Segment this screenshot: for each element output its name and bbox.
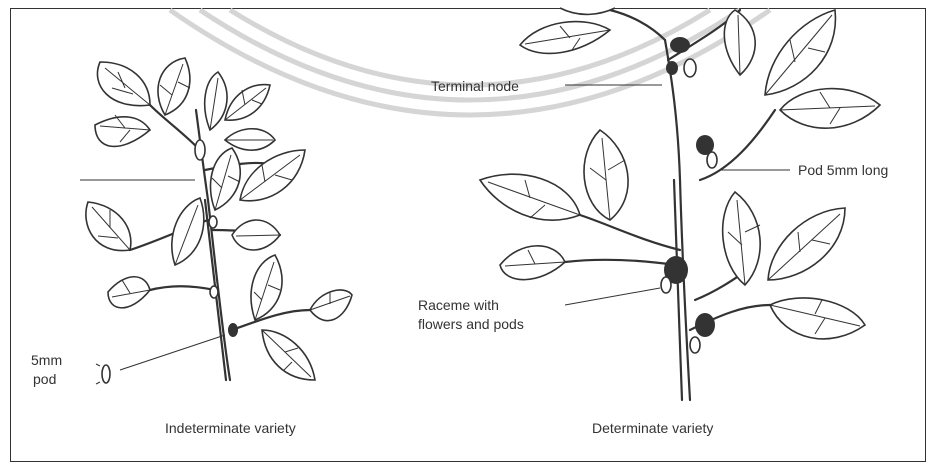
leader-line xyxy=(565,288,660,305)
pod-cluster xyxy=(690,313,715,353)
leaf xyxy=(232,220,280,250)
label-pod-5mm-long: Pod 5mm long xyxy=(798,161,888,179)
determinate-plant xyxy=(480,8,880,400)
flower-bud xyxy=(209,216,217,228)
label-raceme-line2: flowers and pods xyxy=(418,315,524,333)
indeterminate-plant xyxy=(86,58,352,384)
leaf xyxy=(108,277,150,308)
leaf xyxy=(205,72,227,130)
leaf xyxy=(172,198,204,265)
leaf xyxy=(780,89,880,129)
label-pod-size-line1: 5mm xyxy=(31,351,62,369)
pod-cluster xyxy=(228,323,238,337)
flower-bud xyxy=(210,286,218,298)
leaf xyxy=(97,62,150,106)
leaf xyxy=(520,22,610,54)
leaf xyxy=(310,290,352,321)
label-pod-size-line2: pod xyxy=(33,370,56,388)
leader-line xyxy=(120,335,225,370)
leaf xyxy=(225,129,275,150)
pod-5mm-icon xyxy=(102,365,110,383)
leaf xyxy=(240,150,305,201)
leaf xyxy=(95,115,150,146)
leaf xyxy=(770,298,865,339)
flower-bud xyxy=(195,140,205,160)
leaf xyxy=(480,174,580,220)
leaf xyxy=(724,10,755,75)
leaf xyxy=(723,192,761,285)
caption-determinate: Determinate variety xyxy=(592,419,713,437)
leaf xyxy=(158,58,190,115)
leaf xyxy=(500,246,565,280)
leaf xyxy=(86,202,131,251)
label-terminal-node: Terminal node xyxy=(431,77,519,95)
pod-cluster xyxy=(696,135,717,168)
label-raceme-line1: Raceme with xyxy=(418,296,499,314)
leaf xyxy=(765,10,835,95)
scale-ticks xyxy=(96,364,100,384)
leaf xyxy=(560,8,615,14)
leaf xyxy=(210,148,240,210)
leaf xyxy=(225,85,270,121)
leaf xyxy=(251,255,282,320)
caption-indeterminate: Indeterminate variety xyxy=(165,419,296,437)
leaf xyxy=(768,208,845,280)
leaf xyxy=(262,330,315,380)
leaf xyxy=(584,130,628,220)
